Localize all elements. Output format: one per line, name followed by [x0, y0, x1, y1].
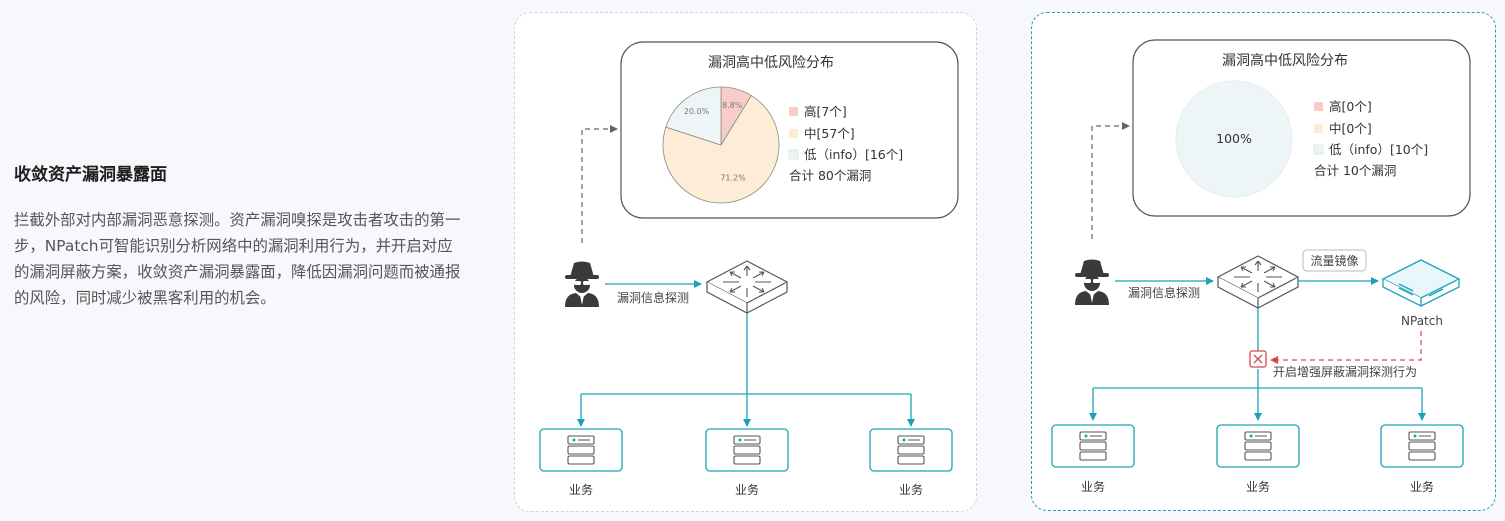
- before-diagram-panel: 漏洞高中低风险分布 8.8% 71.2% 20.0% 高[7个] 中[57个] …: [514, 12, 977, 512]
- legend-low: 低（info）[16个]: [804, 147, 903, 162]
- distribution-lines: [1089, 308, 1426, 421]
- legend-swatch-high: [789, 107, 798, 116]
- chart-title: 漏洞高中低风险分布: [1222, 52, 1348, 69]
- probe-label: 漏洞信息探测: [1128, 285, 1200, 300]
- legend-swatch-mid: [789, 129, 798, 138]
- switch-icon: [706, 260, 788, 314]
- server-label: 业务: [1246, 479, 1270, 494]
- pie-label-low: 20.0%: [684, 107, 710, 116]
- pie-slice-low: [1175, 80, 1293, 198]
- legend-mid: 中[0个]: [1329, 121, 1372, 136]
- switch-icon: [1217, 255, 1299, 309]
- probe-label: 漏洞信息探测: [617, 290, 689, 305]
- distribution-lines: [577, 313, 915, 427]
- block-arrow: [1270, 331, 1422, 364]
- report-arrow: [581, 125, 618, 243]
- pie-slice-low: [665, 86, 722, 146]
- server-icon: [1216, 424, 1300, 468]
- intro-description: 拦截外部对内部漏洞恶意探测。资产漏洞嗅探是攻击者攻击的第一步，NPatch可智能…: [14, 211, 461, 307]
- pie-label-low: 100%: [1216, 131, 1252, 146]
- legend-total: 合计 80个漏洞: [789, 168, 871, 183]
- legend-swatch-low: [1313, 144, 1324, 155]
- server-icon: [539, 428, 623, 472]
- legend-high: 高[7个]: [804, 104, 847, 119]
- legend-mid: 中[57个]: [804, 126, 855, 141]
- pie-label-high: 8.8%: [722, 101, 743, 110]
- intro-section: 收敛资产漏洞暴露面 拦截外部对内部漏洞恶意探测。资产漏洞嗅探是攻击者攻击的第一步…: [14, 160, 464, 311]
- legend-swatch-mid: [1314, 124, 1323, 133]
- hacker-icon: [1075, 259, 1109, 305]
- server-icon: [1051, 424, 1135, 468]
- intro-title: 收敛资产漏洞暴露面: [14, 165, 167, 185]
- legend-low: 低（info）[10个]: [1329, 142, 1428, 157]
- npatch-device-icon: [1382, 259, 1460, 307]
- server-icon: [705, 428, 789, 472]
- pie-label-mid: 71.2%: [720, 174, 746, 183]
- server-label: 业务: [735, 482, 759, 497]
- legend-swatch-high: [1314, 102, 1323, 111]
- chart-title: 漏洞高中低风险分布: [708, 54, 834, 71]
- server-icon: [869, 428, 953, 472]
- block-icon: [1249, 350, 1267, 368]
- pie-slice-mid: [662, 94, 780, 204]
- legend-high: 高[0个]: [1329, 99, 1372, 114]
- before-diagram: 漏洞高中低风险分布 8.8% 71.2% 20.0% 高[7个] 中[57个] …: [539, 41, 959, 497]
- server-label: 业务: [899, 482, 923, 497]
- report-arrow: [1091, 122, 1130, 239]
- hacker-icon: [565, 261, 599, 307]
- block-label: 开启增强屏蔽漏洞探测行为: [1273, 365, 1417, 379]
- mirror-badge: [1302, 249, 1367, 272]
- legend-swatch-low: [788, 149, 799, 160]
- server-label: 业务: [569, 482, 593, 497]
- npatch-label: NPatch: [1401, 314, 1443, 328]
- risk-pie-chart: [662, 86, 780, 204]
- server-label: 业务: [1410, 479, 1434, 494]
- server-icon: [1380, 424, 1464, 468]
- after-diagram-panel: 漏洞高中低风险分布 100% 高[0个] 中[0个] 低（info）[10个] …: [1031, 12, 1496, 511]
- after-diagram: 漏洞高中低风险分布 100% 高[0个] 中[0个] 低（info）[10个] …: [1051, 39, 1471, 494]
- server-label: 业务: [1081, 479, 1105, 494]
- legend-total: 合计 10个漏洞: [1314, 163, 1396, 178]
- mirror-label: 流量镜像: [1310, 253, 1358, 268]
